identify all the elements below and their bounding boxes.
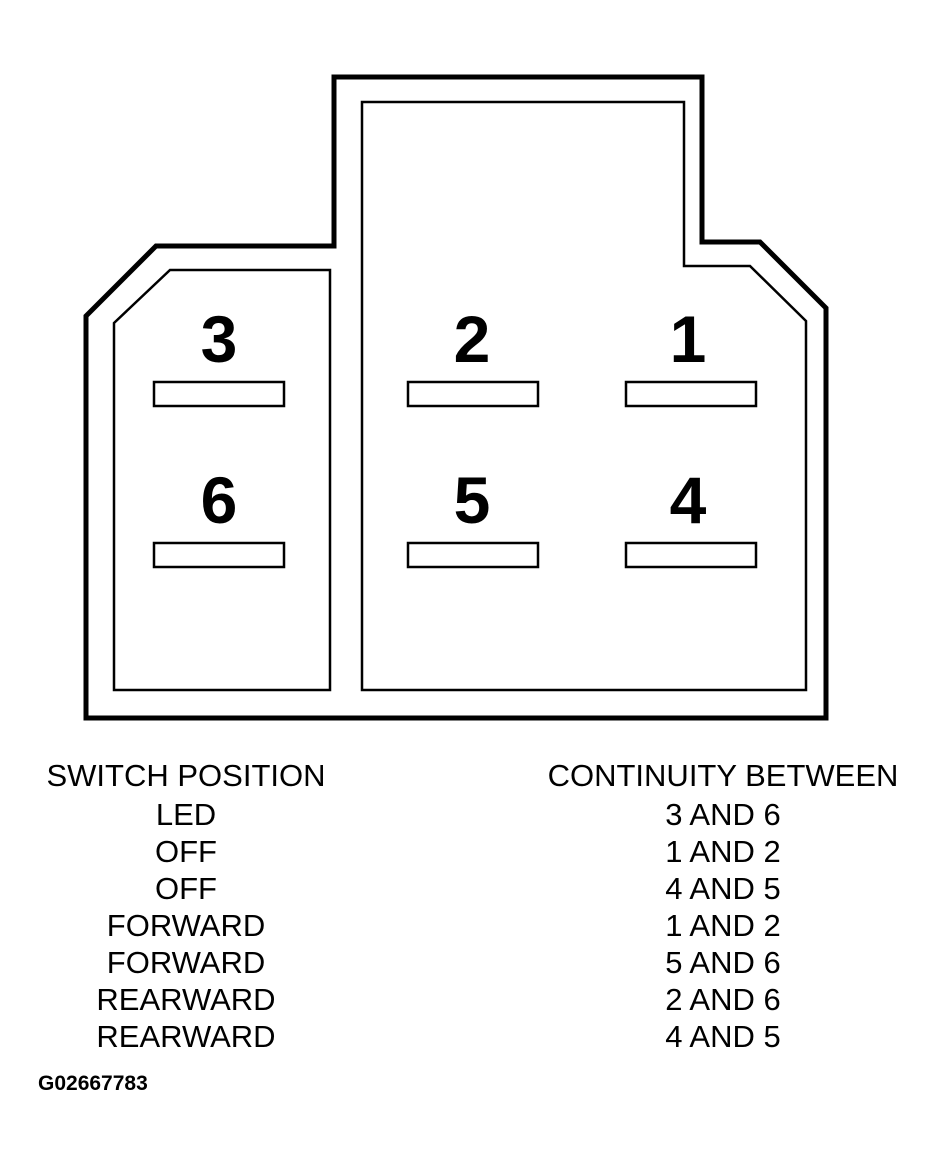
terminal-slot-3 [152,380,286,408]
switch-position-header: SWITCH POSITION [46,758,326,793]
switch-position-cell: REARWARD [96,982,276,1017]
terminal-slot-4 [624,541,758,569]
switch-position-column: SWITCH POSITION LED OFF OFF FORWARD FORW… [30,756,342,1055]
switch-position-cell: OFF [155,834,217,869]
pin-number-1: 1 [670,302,707,376]
pin-number-6: 6 [201,463,238,537]
switch-position-cell: OFF [155,871,217,906]
terminal-slot-1 [624,380,758,408]
continuity-cell: 2 AND 6 [665,982,781,1017]
terminal-slot-5 [406,541,540,569]
continuity-cell: 3 AND 6 [665,797,781,832]
switch-position-cell: FORWARD [106,945,266,980]
continuity-header: CONTINUITY BETWEEN [547,758,899,793]
continuity-cell: 4 AND 5 [665,1019,781,1054]
pin-number-3: 3 [201,302,238,376]
connector-left-cavity [112,268,332,692]
connector-outer-housing [83,74,829,721]
switch-position-cell: LED [155,797,217,832]
connector-diagram: 3 2 1 6 5 4 [83,74,829,721]
terminal-slot-2 [406,380,540,408]
continuity-cell: 1 AND 2 [665,834,781,869]
continuity-cell: 5 AND 6 [665,945,781,980]
pin-number-2: 2 [454,302,491,376]
continuity-column: CONTINUITY BETWEEN 3 AND 6 1 AND 2 4 AND… [530,756,916,1055]
switch-position-cell: REARWARD [96,1019,276,1054]
pin-number-5: 5 [454,463,491,537]
terminal-slot-6 [152,541,286,569]
switch-position-cell: FORWARD [106,908,266,943]
pin-number-4: 4 [670,463,707,537]
continuity-cell: 4 AND 5 [665,871,781,906]
continuity-cell: 1 AND 2 [665,908,781,943]
connector-right-cavity [360,100,808,692]
figure-id: G02667783 [38,1072,148,1095]
